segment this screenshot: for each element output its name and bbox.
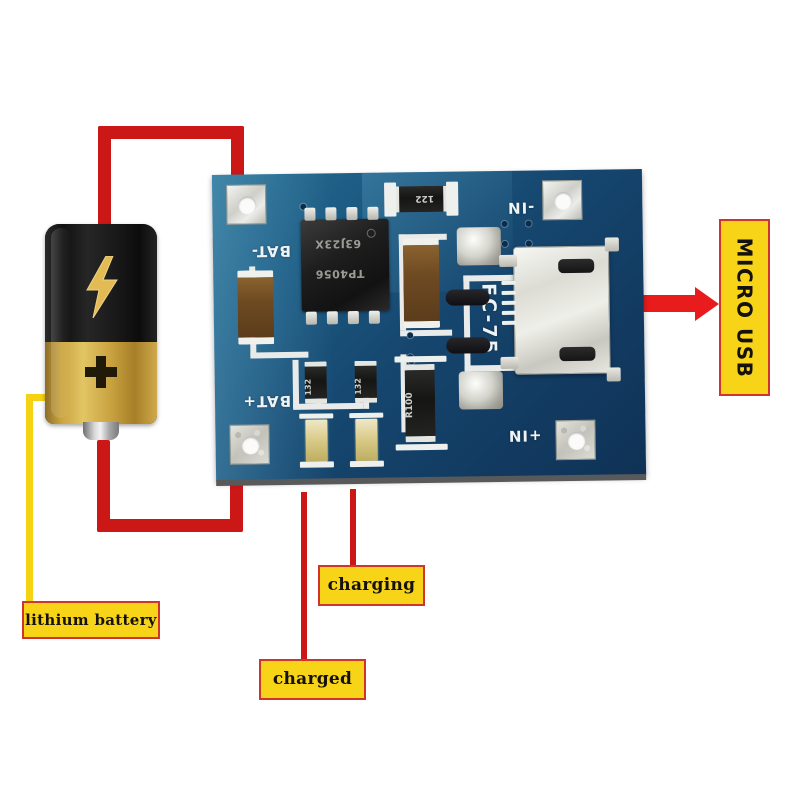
pad-led-charged-frame — [299, 413, 334, 419]
via-6 — [407, 332, 414, 339]
wire-red-top-horizontal — [98, 126, 244, 139]
callout-micro-usb-label: MICRO USB — [732, 237, 757, 378]
led-charging — [355, 418, 378, 462]
via-4 — [501, 240, 508, 247]
ic-pin-top-2 — [325, 207, 337, 221]
callout-micro-usb[interactable]: MICRO USB — [719, 219, 770, 396]
callout-lithium-battery[interactable]: lithium battery — [22, 601, 160, 639]
trace-bottom-1 — [292, 359, 300, 408]
callout-charging-label: charging — [327, 575, 416, 595]
pad-led-charging-bottom — [349, 460, 384, 468]
led-charged — [305, 419, 328, 462]
usb-pin-5 — [501, 320, 517, 325]
resistor-132-b-marking: 132 — [353, 378, 363, 395]
mounting-pad-bat-plus — [229, 424, 270, 465]
pad-r100-frame — [394, 355, 447, 363]
capacitor-mid — [402, 237, 441, 329]
ic-pin-top-1 — [304, 207, 316, 221]
resistor-122: 122 — [395, 185, 448, 213]
ic-pin-top-3 — [346, 206, 358, 221]
silk-bat-plus: BAT+ — [242, 391, 292, 411]
callout-charged-label: charged — [272, 669, 353, 689]
ic-pin-bottom-2 — [326, 311, 338, 325]
arrow-head-icon — [695, 287, 719, 321]
resistor-122-marking: 122 — [415, 192, 435, 204]
usb-shell-slot-bottom — [559, 346, 596, 362]
ic-pin1-dot — [366, 228, 376, 238]
callout-charging[interactable]: charging — [318, 565, 425, 606]
usb-mount-tab-topright — [604, 237, 619, 252]
trace-bottom-2 — [293, 402, 364, 410]
ic-marking-line1: TP4056 — [315, 266, 365, 281]
mounting-pad-bat-minus — [226, 184, 267, 225]
wire-yellow-horizontal — [26, 394, 58, 401]
usb-mount-tab-bottomright — [606, 367, 621, 382]
usb-pin-1 — [501, 280, 516, 285]
mounting-pad-in-minus — [541, 179, 583, 221]
pointer-line-charging — [350, 489, 356, 565]
resistor-r100-marking: R100 — [404, 392, 416, 419]
battery-body — [45, 224, 157, 424]
battery-highlight — [51, 228, 71, 418]
pointer-line-charged — [301, 492, 307, 659]
arrow-shaft — [641, 295, 699, 312]
ic-marking-line2: 63J23X — [314, 236, 362, 251]
capacitor-smd-top — [445, 289, 490, 306]
battery-terminal-nub — [83, 422, 119, 440]
capacitor-left — [237, 270, 275, 345]
resistor-132-a-marking: 132 — [303, 378, 313, 396]
tp4056-ic: 63J23X TP4056 — [300, 218, 390, 312]
pad-led-charging-frame — [349, 412, 384, 419]
callout-lithium-battery-label: lithium battery — [25, 610, 157, 629]
plus-sign-icon — [85, 356, 117, 388]
mounting-pad-in-plus — [555, 419, 596, 461]
usb-pin-4 — [501, 310, 516, 315]
battery-cell — [45, 224, 157, 440]
usb-pin-3 — [501, 300, 516, 305]
tp4056-module-board: BAT- BAT+ -IN +IN FC-75 63J23X TP4056 — [211, 169, 647, 481]
pad-r100-frame-b — [395, 443, 448, 451]
wire-red-top-vertical-right — [231, 126, 244, 184]
solder-blob-bottom — [458, 370, 504, 410]
usb-mount-tab-topleft — [499, 254, 518, 268]
usb-mount-tab-bottomleft — [500, 356, 519, 370]
wire-red-top-vertical-left — [98, 126, 111, 232]
solder-blob-top — [456, 226, 502, 266]
via-2 — [501, 220, 508, 227]
wire-red-bottom-horizontal — [97, 519, 243, 532]
wire-red-bottom-vertical-left — [97, 440, 110, 532]
capacitor-smd-bottom — [446, 337, 491, 354]
usb-shell-slot-top — [558, 258, 595, 274]
pad-led-charged-bottom — [299, 461, 334, 468]
usb-pin-2 — [501, 290, 516, 295]
wire-yellow-vertical — [26, 394, 33, 602]
via-3 — [525, 220, 532, 227]
resistor-132-b: 132 — [353, 360, 378, 404]
pad-122-right — [446, 181, 459, 216]
ic-pin-top-4 — [367, 206, 379, 220]
silk-in-plus: +IN — [507, 426, 542, 445]
trace-left-2 — [250, 351, 309, 359]
micro-usb-connector — [512, 245, 611, 375]
resistor-r100: R100 — [404, 363, 436, 443]
ic-pin-bottom-3 — [347, 310, 359, 325]
silk-in-minus: -IN — [506, 198, 535, 217]
ic-pin-bottom-1 — [305, 311, 317, 325]
lightning-bolt-icon — [81, 255, 121, 319]
ic-pin-bottom-4 — [368, 310, 380, 324]
pad-122-left — [384, 182, 397, 217]
callout-charged[interactable]: charged — [259, 659, 366, 700]
silk-bat-minus: BAT- — [250, 241, 292, 261]
resistor-132-a: 132 — [303, 361, 328, 404]
